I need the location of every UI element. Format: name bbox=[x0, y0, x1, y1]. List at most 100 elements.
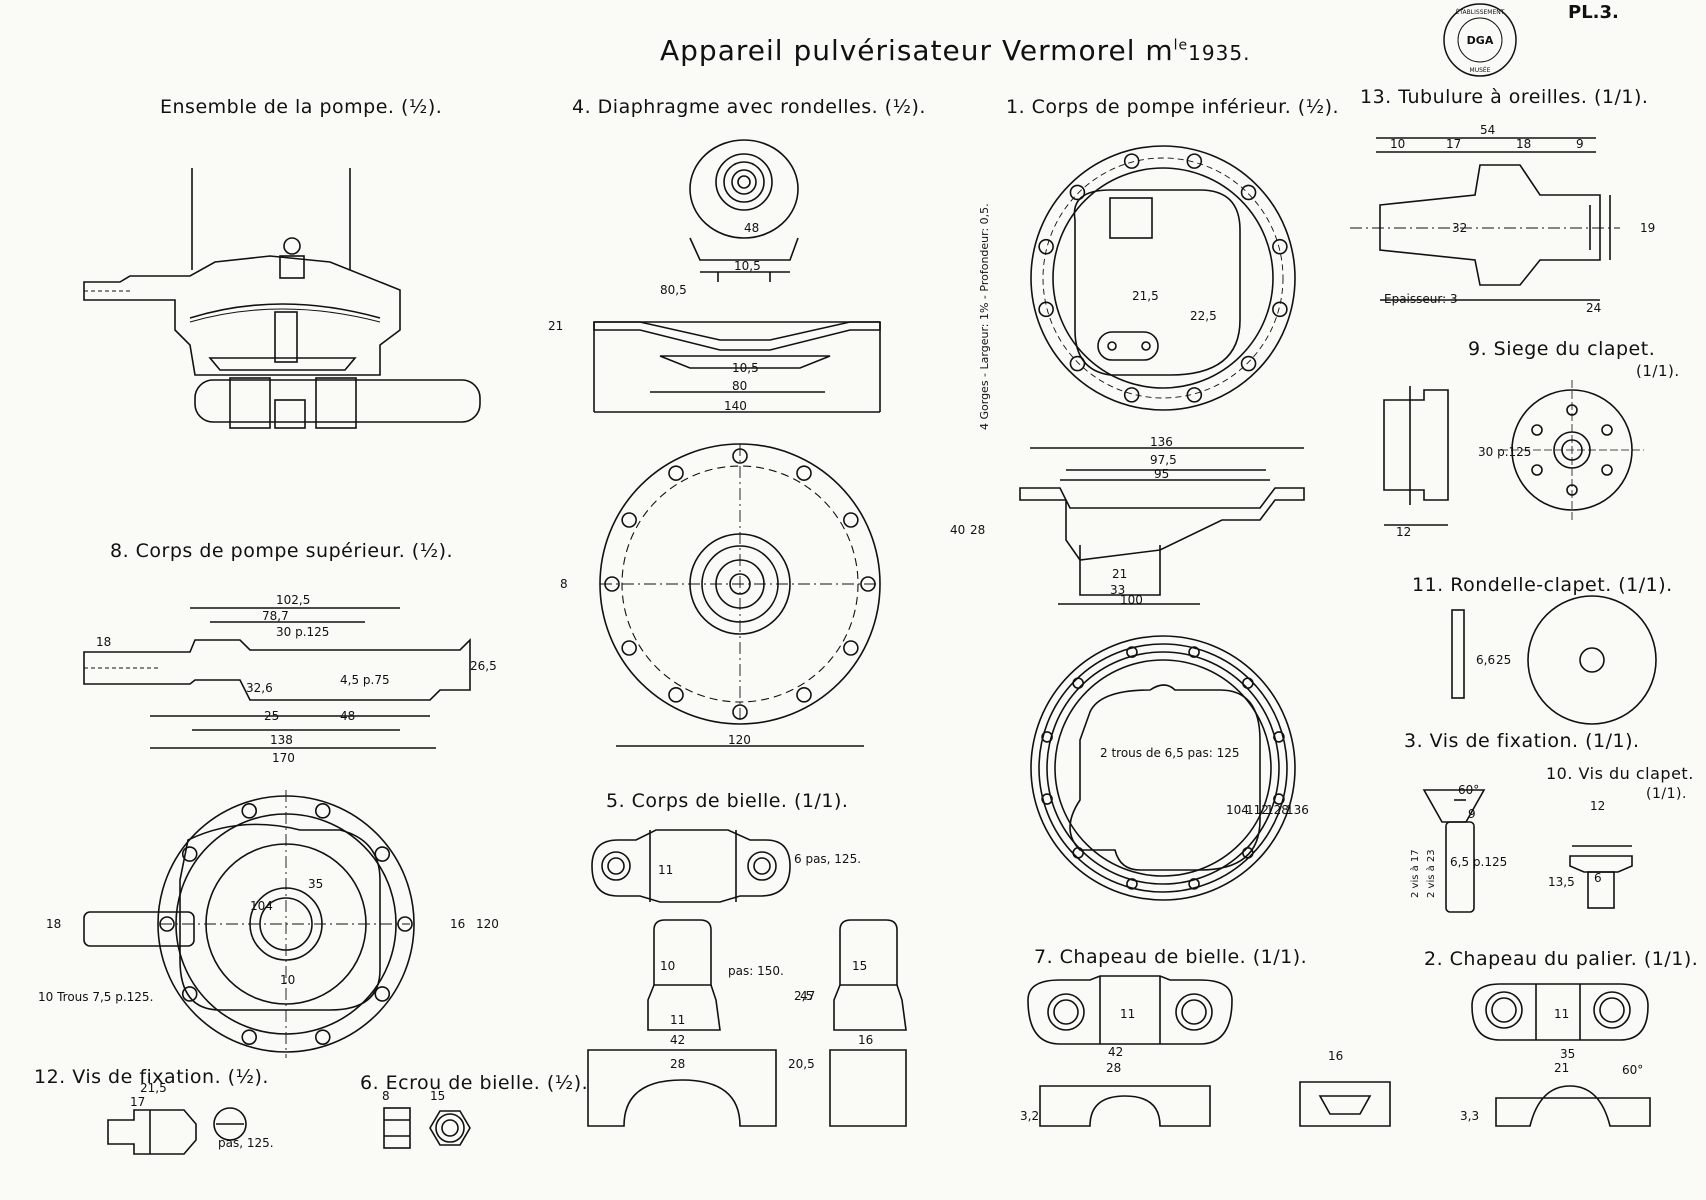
section-siege: 9. Siege du clapet. bbox=[1468, 338, 1656, 360]
dim-21-5-b: 21,5 bbox=[140, 1081, 167, 1095]
bolt-hole bbox=[621, 512, 637, 528]
bolt-hole bbox=[1126, 646, 1138, 658]
drawing-vis-clapet bbox=[1569, 845, 1633, 909]
section-vis-fixation-12: 12. Vis de fixation. (½). bbox=[34, 1066, 269, 1088]
dim-28-b: 28 bbox=[670, 1057, 685, 1071]
dim-47: 47 bbox=[800, 989, 815, 1003]
dim-8: 8 bbox=[560, 577, 568, 591]
sheet-title: Appareil pulvérisateur Vermorel mle1935. bbox=[660, 34, 1250, 67]
dim-136-side: 136 bbox=[1286, 803, 1309, 817]
dim-102-5: 102,5 bbox=[276, 593, 310, 607]
bolt-hole bbox=[732, 704, 748, 720]
bolt-hole bbox=[1038, 301, 1054, 318]
dim-11-c: 11 bbox=[1120, 1007, 1135, 1021]
dim-80: 80 bbox=[732, 379, 747, 393]
dim-3-3: 3,3 bbox=[1460, 1109, 1479, 1123]
bolt-hole bbox=[314, 803, 331, 819]
dim-17: 17 bbox=[1446, 137, 1461, 151]
section-corps-inferieur: 1. Corps de pompe inférieur. (½). bbox=[1006, 96, 1340, 118]
dim-21-5: 21,5 bbox=[1132, 289, 1159, 303]
bolt-hole bbox=[1069, 355, 1086, 372]
bolt-hole bbox=[668, 687, 684, 703]
dim-21-c: 21 bbox=[1554, 1061, 1569, 1075]
dim-6-6: 6,6 bbox=[1476, 653, 1495, 667]
dim-120-b: 120 bbox=[476, 917, 499, 931]
drawing-rondelle bbox=[1451, 595, 1657, 725]
dim-112: 112 bbox=[1246, 803, 1269, 817]
dim-30p125: 30 p.125 bbox=[1478, 445, 1531, 459]
dim-48: 48 bbox=[744, 221, 759, 235]
dim-10-c: 10 bbox=[660, 959, 675, 973]
dim-15-b: 15 bbox=[430, 1089, 445, 1103]
bolt-hole bbox=[796, 687, 812, 703]
section-chapeau-palier: 2. Chapeau du palier. (1/1). bbox=[1424, 948, 1699, 970]
dim-28: 28 bbox=[970, 523, 985, 537]
dim-24: 24 bbox=[1586, 301, 1601, 315]
bolt-hole bbox=[314, 1029, 331, 1045]
dim-13-5: 13,5 bbox=[1548, 875, 1575, 889]
title-main: Appareil pulvérisateur Vermorel m bbox=[660, 34, 1174, 67]
dimension-labels: 48 10,5 80,5 21 10,5 80 140 120 8 136 97… bbox=[46, 123, 1655, 1123]
bolt-hole bbox=[1041, 731, 1053, 743]
dim-128: 128 bbox=[1266, 803, 1289, 817]
section-vis-clapet: 10. Vis du clapet. bbox=[1546, 764, 1694, 783]
stamp-top: ÉTABLISSEMENT bbox=[1456, 8, 1505, 16]
dim-32: 32 bbox=[1452, 221, 1467, 235]
bolt-hole bbox=[843, 512, 859, 528]
bolt-hole bbox=[1188, 646, 1200, 658]
bolt-hole bbox=[1242, 677, 1254, 689]
bolt-hole bbox=[843, 640, 859, 656]
museum-stamp: DGA ÉTABLISSEMENT MUSÉE bbox=[1443, 3, 1517, 77]
bolt-hole bbox=[621, 640, 637, 656]
dim-18: 18 bbox=[1516, 137, 1531, 151]
dim-104: 104 bbox=[1226, 803, 1249, 817]
dim-9-b: 9 bbox=[1468, 807, 1476, 821]
section-vis-clapet-scale: (1/1). bbox=[1646, 786, 1687, 802]
dim-8-b: 8 bbox=[382, 1089, 390, 1103]
dim-12-b: 12 bbox=[1590, 799, 1605, 813]
bolt-hole bbox=[1041, 793, 1053, 805]
dim-25: 25 bbox=[1496, 653, 1511, 667]
bolt-hole bbox=[1242, 847, 1254, 859]
section-corps-bielle: 5. Corps de bielle. (1/1). bbox=[606, 790, 849, 812]
dim-20-5: 20,5 bbox=[788, 1057, 815, 1071]
dim-10: 10 bbox=[1390, 137, 1405, 151]
bolt-hole bbox=[1273, 731, 1285, 743]
dim-30p: 30 p.125 bbox=[276, 625, 329, 639]
bolt-hole bbox=[860, 576, 876, 592]
drawing-ensemble-pompe bbox=[83, 168, 481, 429]
bolt-hole bbox=[796, 465, 812, 481]
bolt-hole bbox=[1272, 238, 1288, 255]
bolt-hole bbox=[1273, 793, 1285, 805]
bolt-hole bbox=[1272, 301, 1288, 318]
dim-9: 9 bbox=[1576, 137, 1584, 151]
dim-140: 140 bbox=[724, 399, 747, 413]
bolt-hole bbox=[1126, 878, 1138, 890]
dim-22-5: 22,5 bbox=[1190, 309, 1217, 323]
section-tubulure: 13. Tubulure à oreilles. (1/1). bbox=[1360, 86, 1649, 108]
dim-16-b: 16 bbox=[858, 1033, 873, 1047]
dim-60-deg: 60° bbox=[1458, 783, 1479, 797]
dim-60-deg-b: 60° bbox=[1622, 1063, 1643, 1077]
bolt-hole bbox=[159, 916, 175, 932]
dim-26-5: 26,5 bbox=[470, 659, 497, 673]
drawing-corps-bielle bbox=[587, 829, 907, 1127]
bolt-hole bbox=[241, 803, 258, 819]
stamp-bottom: MUSÉE bbox=[1470, 66, 1491, 74]
drawing-corps-superieur bbox=[83, 607, 471, 1058]
dim-19: 19 bbox=[1640, 221, 1655, 235]
dim-42: 42 bbox=[670, 1033, 685, 1047]
bolt-hole bbox=[1069, 184, 1086, 201]
section-diaphragme: 4. Diaphragme avec rondelles. (½). bbox=[572, 96, 926, 118]
dim-35-b: 35 bbox=[1560, 1047, 1575, 1061]
dim-97-5: 97,5 bbox=[1150, 453, 1177, 467]
bolt-hole bbox=[1072, 847, 1084, 859]
drawing-ecrou-bielle bbox=[383, 1107, 471, 1149]
dim-80-5: 80,5 bbox=[660, 283, 687, 297]
annotation-2-trous: 2 trous de 6,5 pas: 125 bbox=[1100, 746, 1240, 760]
stamp-center: DGA bbox=[1467, 34, 1494, 47]
dim-18-b: 18 bbox=[96, 635, 111, 649]
dim-21: 21 bbox=[548, 319, 563, 333]
